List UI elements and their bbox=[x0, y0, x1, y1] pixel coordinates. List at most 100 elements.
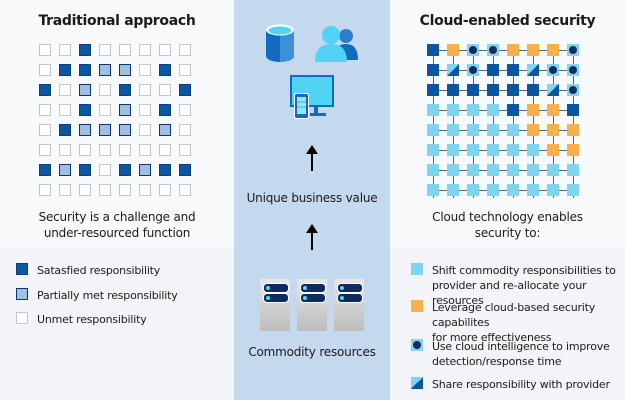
commodity-resources-label: Commodity resources bbox=[248, 345, 376, 359]
satisfied-cell bbox=[79, 164, 91, 176]
unmet-cell bbox=[99, 84, 111, 96]
satisfied-cell bbox=[159, 164, 171, 176]
partial-cell bbox=[119, 64, 131, 76]
shift-commodity-cell bbox=[467, 124, 479, 136]
unmet-cell bbox=[39, 104, 51, 116]
unmet-cell bbox=[59, 184, 71, 196]
satisfied-cell bbox=[119, 164, 131, 176]
unmet-cell bbox=[179, 104, 191, 116]
unmet-cell bbox=[39, 124, 51, 136]
shift-commodity-cell bbox=[427, 124, 439, 136]
shift-commodity-cell bbox=[487, 144, 499, 156]
shift-commodity-cell bbox=[467, 184, 479, 196]
unmet-cell bbox=[139, 44, 151, 56]
partial-cell bbox=[59, 164, 71, 176]
unmet-cell bbox=[39, 184, 51, 196]
legend-item: Shift commodity responsibilities to prov… bbox=[411, 263, 625, 308]
legend-label: Leverage cloud-based security capabilite… bbox=[432, 301, 596, 344]
monitor-phone-icon bbox=[290, 75, 334, 119]
shift-commodity-cell bbox=[447, 144, 459, 156]
shift-commodity-cell bbox=[467, 104, 479, 116]
shift-commodity-cell bbox=[507, 144, 519, 156]
shift-commodity-cell bbox=[527, 164, 539, 176]
unmet-cell bbox=[99, 144, 111, 156]
shift-commodity-cell bbox=[487, 184, 499, 196]
grid-connector bbox=[433, 109, 573, 111]
satisfied-cell-swatch bbox=[16, 263, 28, 275]
unmet-cell bbox=[139, 144, 151, 156]
database-icon bbox=[266, 24, 294, 62]
shift-commodity-cell bbox=[447, 124, 459, 136]
satisfied-cell bbox=[507, 84, 519, 96]
satisfied-cell bbox=[507, 104, 519, 116]
cloud-intelligence-cell bbox=[467, 64, 479, 76]
legend-label: Satasfied responsibility bbox=[37, 264, 161, 277]
leverage-cloud-cell bbox=[547, 124, 559, 136]
grid-connector bbox=[433, 49, 573, 51]
shift-commodity-cell bbox=[447, 104, 459, 116]
cloud-intelligence-cell bbox=[567, 84, 579, 96]
shift-commodity-cell bbox=[447, 184, 459, 196]
legend-label: Use cloud intelligence to improve detect… bbox=[432, 340, 610, 368]
partial-cell bbox=[99, 64, 111, 76]
unmet-cell bbox=[39, 64, 51, 76]
leverage-cloud-cell bbox=[547, 104, 559, 116]
unmet-cell bbox=[139, 84, 151, 96]
partial-cell bbox=[79, 84, 91, 96]
legend-item: Unmet responsibility bbox=[16, 312, 147, 327]
server-icon bbox=[297, 279, 327, 331]
unmet-cell-swatch bbox=[16, 312, 28, 324]
shift-commodity-cell bbox=[567, 164, 579, 176]
satisfied-cell bbox=[79, 64, 91, 76]
cloud-intelligence-cell bbox=[487, 44, 499, 56]
shift-commodity-cell bbox=[567, 184, 579, 196]
leverage-cloud-cell bbox=[567, 144, 579, 156]
leverage-cloud-cell bbox=[447, 44, 459, 56]
cloud-intelligence-cell bbox=[547, 64, 559, 76]
grid-connector bbox=[433, 149, 573, 151]
unmet-cell bbox=[119, 44, 131, 56]
leverage-cloud-cell bbox=[567, 124, 579, 136]
legend-label: Share responsibility with provider bbox=[432, 378, 610, 391]
unmet-cell bbox=[179, 64, 191, 76]
users-icon bbox=[315, 26, 358, 62]
unmet-cell bbox=[59, 144, 71, 156]
shift-commodity-cell bbox=[527, 144, 539, 156]
satisfied-cell bbox=[179, 164, 191, 176]
grid-connector bbox=[433, 89, 573, 91]
unmet-cell bbox=[59, 84, 71, 96]
shift-commodity-cell-swatch bbox=[411, 263, 423, 275]
unmet-cell bbox=[99, 164, 111, 176]
shared-responsibility-cell bbox=[447, 64, 459, 76]
leverage-cloud-cell bbox=[547, 44, 559, 56]
shift-commodity-cell bbox=[487, 124, 499, 136]
unmet-cell bbox=[59, 104, 71, 116]
partial-cell bbox=[119, 124, 131, 136]
shift-commodity-cell bbox=[507, 184, 519, 196]
unmet-cell bbox=[119, 184, 131, 196]
shift-commodity-cell bbox=[427, 144, 439, 156]
legend-item: Partially met responsibility bbox=[16, 288, 178, 303]
legend-item: Leverage cloud-based security capabilite… bbox=[411, 300, 625, 345]
shift-commodity-cell bbox=[467, 164, 479, 176]
unmet-cell bbox=[159, 184, 171, 196]
unique-business-value-label: Unique business value bbox=[246, 191, 378, 205]
unmet-cell bbox=[119, 144, 131, 156]
unmet-cell bbox=[139, 184, 151, 196]
leverage-cloud-cell bbox=[547, 144, 559, 156]
unmet-cell bbox=[179, 184, 191, 196]
leverage-cloud-cell-swatch bbox=[411, 300, 423, 312]
partial-cell bbox=[99, 124, 111, 136]
satisfied-cell bbox=[567, 104, 579, 116]
legend-label: Unmet responsibility bbox=[37, 313, 147, 326]
shared-responsibility-cell-swatch bbox=[411, 377, 423, 389]
cloud-intelligence-cell bbox=[567, 44, 579, 56]
arrow-up-icon bbox=[306, 224, 318, 250]
partial-cell bbox=[159, 124, 171, 136]
satisfied-cell bbox=[427, 44, 439, 56]
unmet-cell bbox=[139, 104, 151, 116]
satisfied-cell bbox=[39, 164, 51, 176]
satisfied-cell bbox=[427, 84, 439, 96]
legend-label: Partially met responsibility bbox=[37, 289, 178, 302]
shift-commodity-cell bbox=[487, 164, 499, 176]
